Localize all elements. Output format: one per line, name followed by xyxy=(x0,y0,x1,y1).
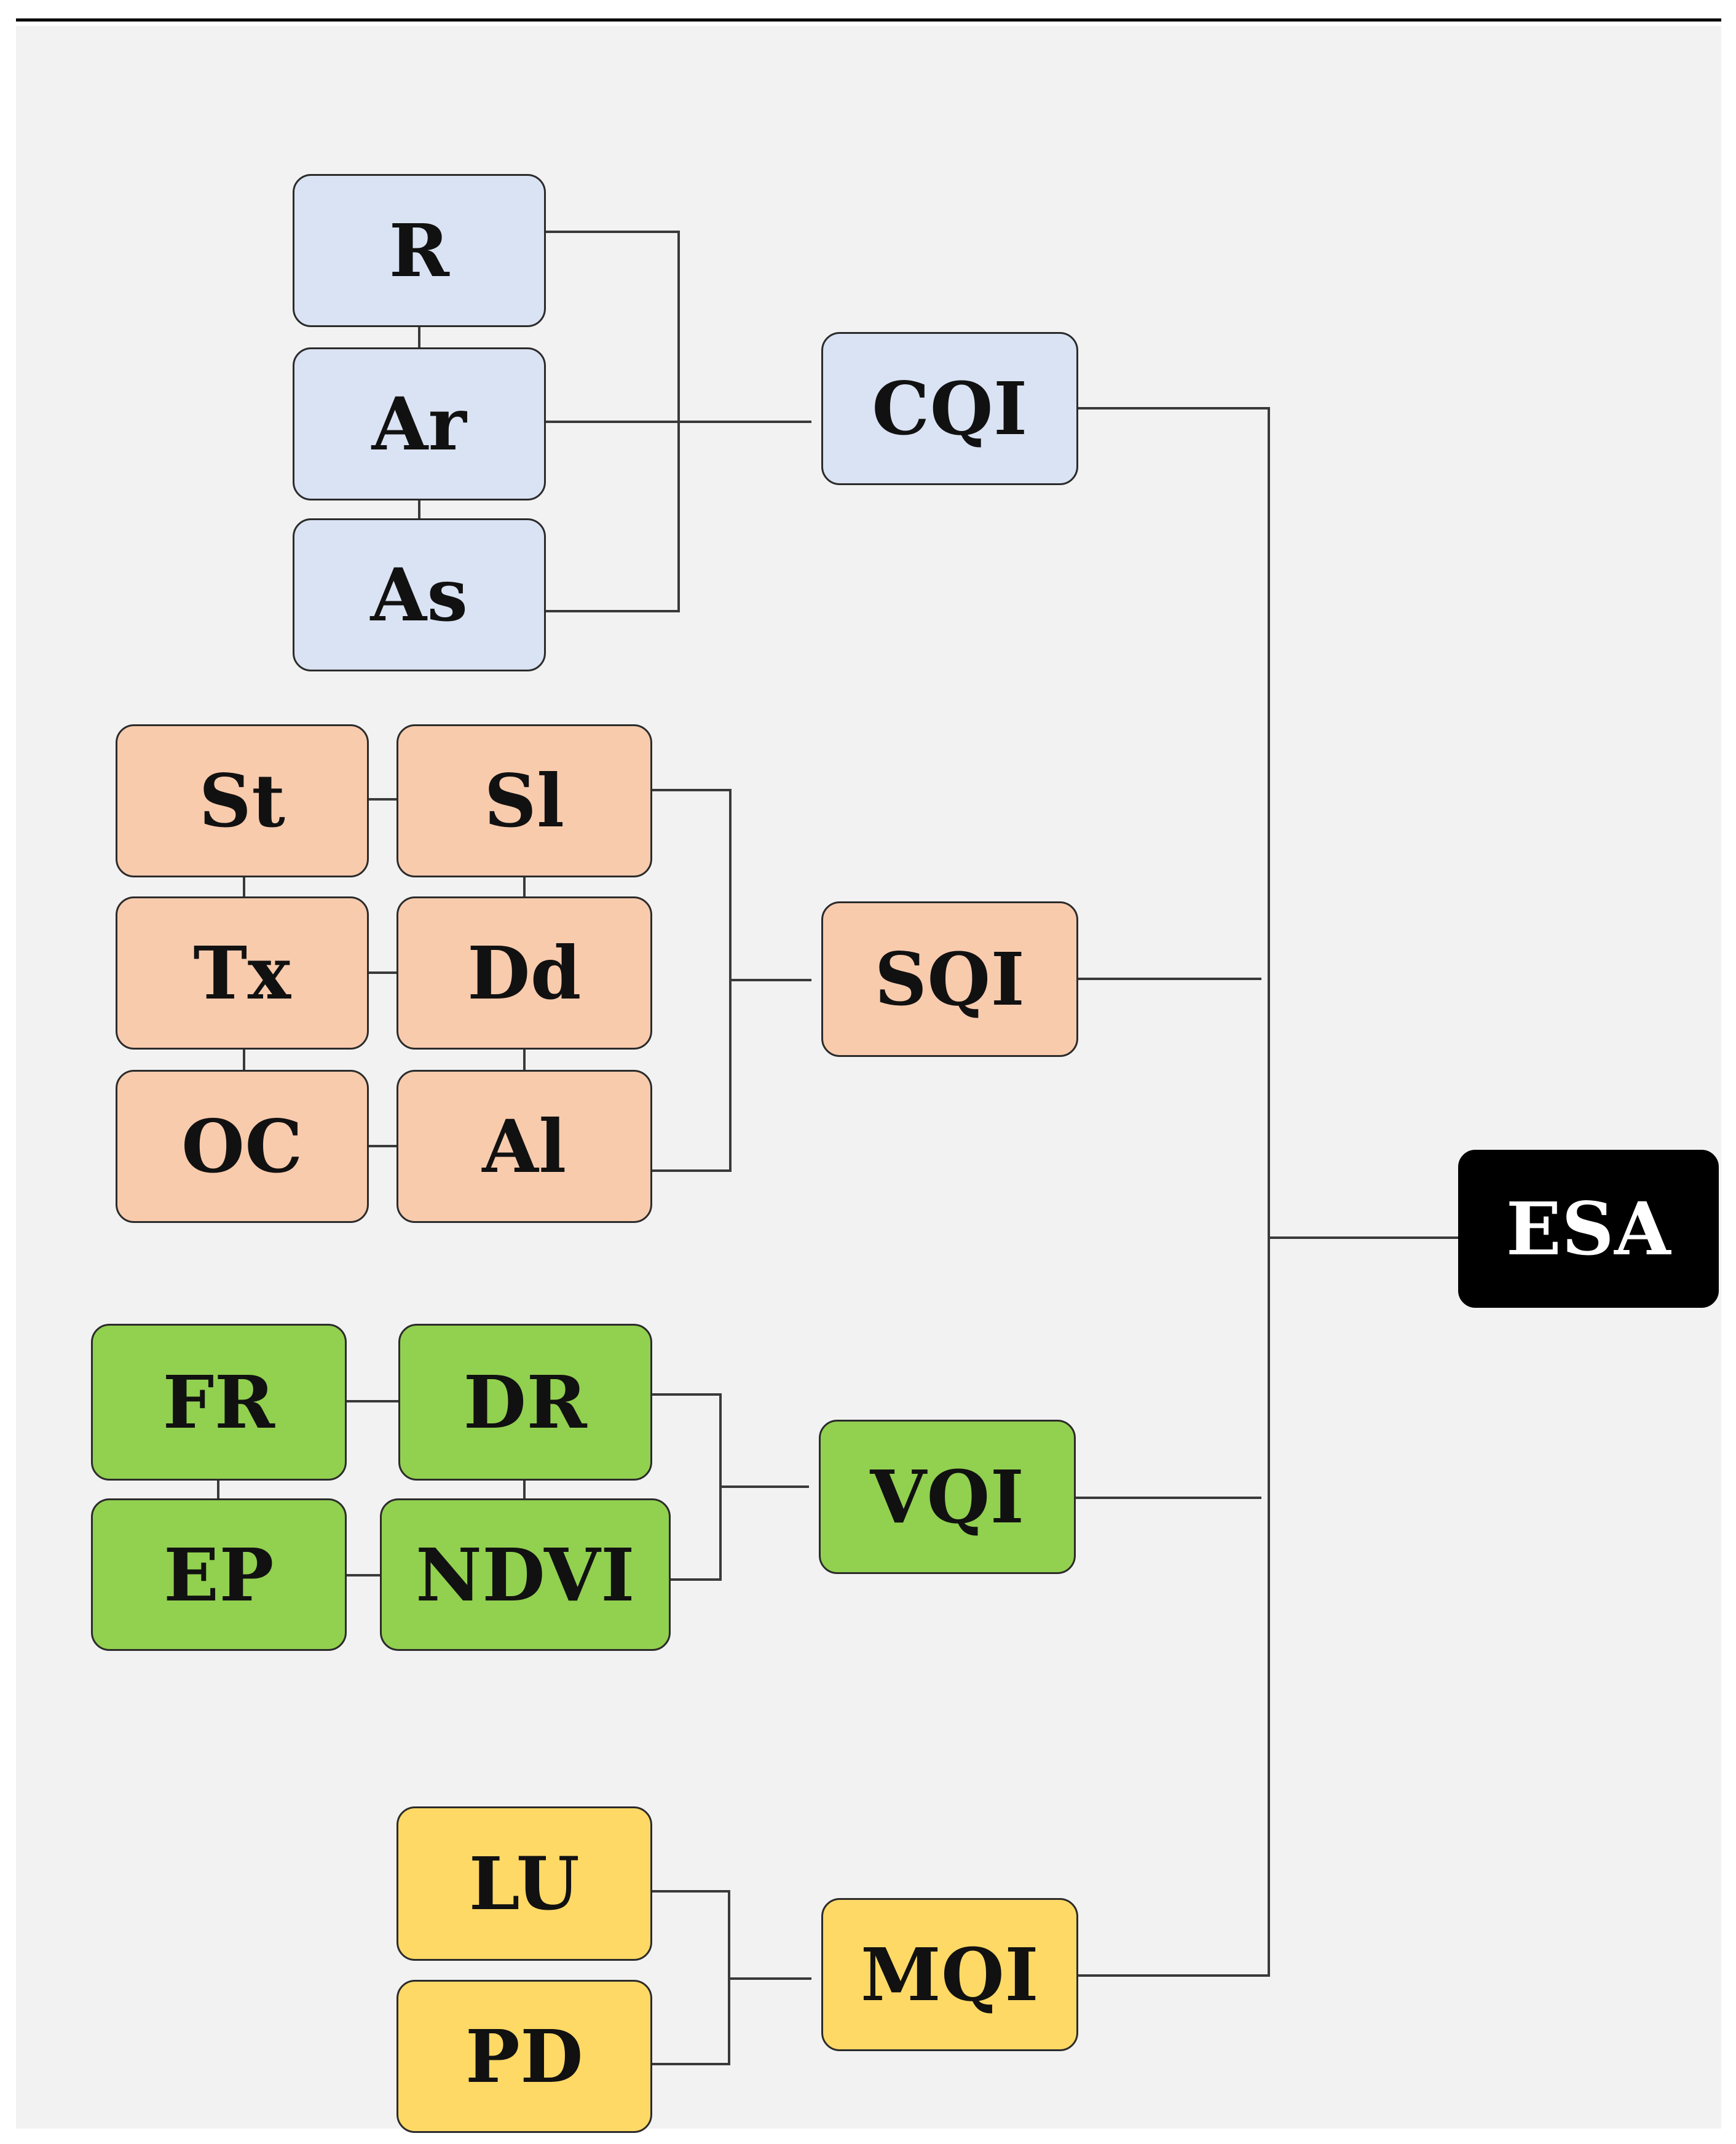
node-fr: FR xyxy=(91,1324,347,1481)
node-al: Al xyxy=(397,1070,652,1223)
node-st: St xyxy=(116,724,369,877)
node-vqi: VQI xyxy=(819,1420,1076,1574)
connector-line xyxy=(1078,407,1270,1977)
connector-line xyxy=(652,1890,730,2065)
node-sl: Sl xyxy=(397,724,652,877)
node-dr: DR xyxy=(398,1324,652,1481)
node-lu: LU xyxy=(397,1806,652,1961)
node-r: R xyxy=(293,174,546,327)
node-tx: Tx xyxy=(116,896,369,1050)
node-sqi: SQI xyxy=(821,901,1078,1057)
node-pd: PD xyxy=(397,1980,652,2133)
node-as: As xyxy=(293,518,546,671)
node-ep: EP xyxy=(91,1498,347,1651)
node-ar: Ar xyxy=(293,347,546,500)
node-oc: OC xyxy=(116,1070,369,1223)
connector-line xyxy=(652,789,732,1172)
node-cqi: CQI xyxy=(821,332,1078,485)
node-esa: ESA xyxy=(1458,1150,1719,1308)
top-rule xyxy=(16,18,1721,22)
node-ndvi: NDVI xyxy=(380,1498,671,1651)
node-dd: Dd xyxy=(397,896,652,1050)
node-mqi: MQI xyxy=(821,1898,1078,2051)
